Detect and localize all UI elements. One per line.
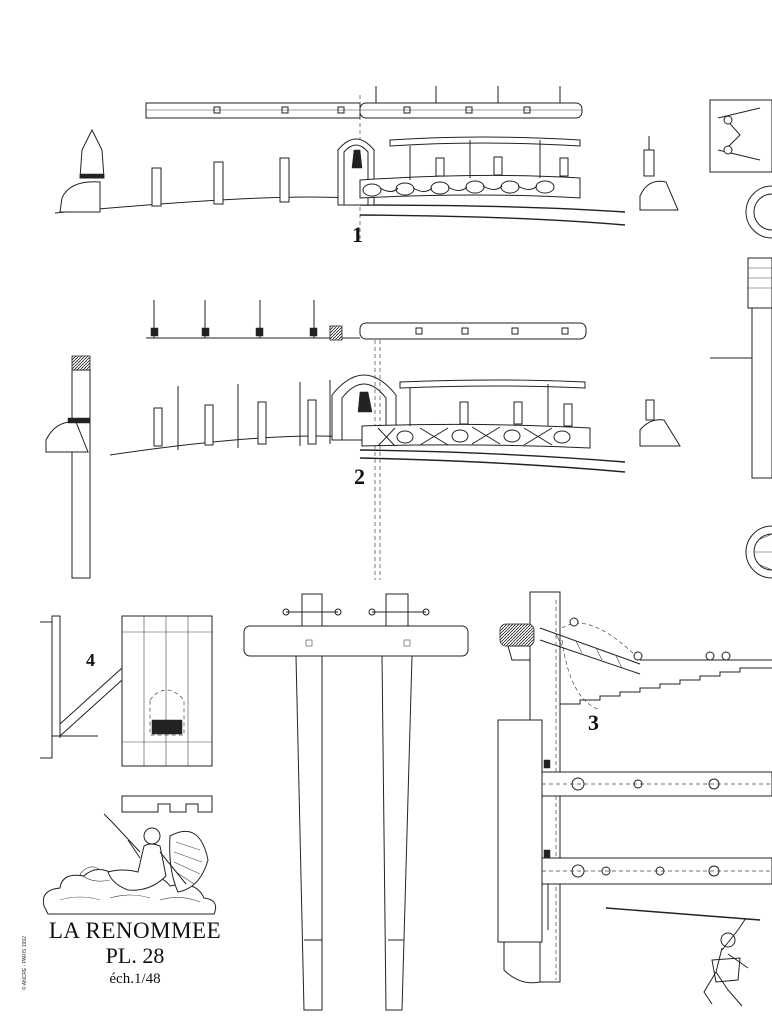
figure-4-drawing — [40, 615, 213, 813]
right-edge-details — [709, 99, 772, 579]
drawing-scale: éch.1/48 — [109, 971, 161, 987]
figure-label-4: 4 — [86, 650, 95, 670]
plate-title-block: LA RENOMMEE PL. 28 éch.1/48 — [40, 918, 230, 990]
ship-name: LA RENOMMEE — [48, 918, 222, 943]
crossbeam-drawing — [243, 593, 469, 1011]
figure-label-1: 1 — [352, 222, 363, 247]
figure-2-drawing — [45, 300, 681, 580]
plate-number: PL. 28 — [105, 943, 165, 968]
figure-1-drawing — [54, 86, 679, 240]
figure-label-3: 3 — [588, 710, 599, 735]
copyright-notice: © ANCRE - PARIS 1992 — [22, 936, 28, 990]
figure-3-drawing — [497, 591, 772, 1007]
figure-label-2: 2 — [354, 464, 365, 489]
fame-figure-emblem — [42, 813, 217, 915]
